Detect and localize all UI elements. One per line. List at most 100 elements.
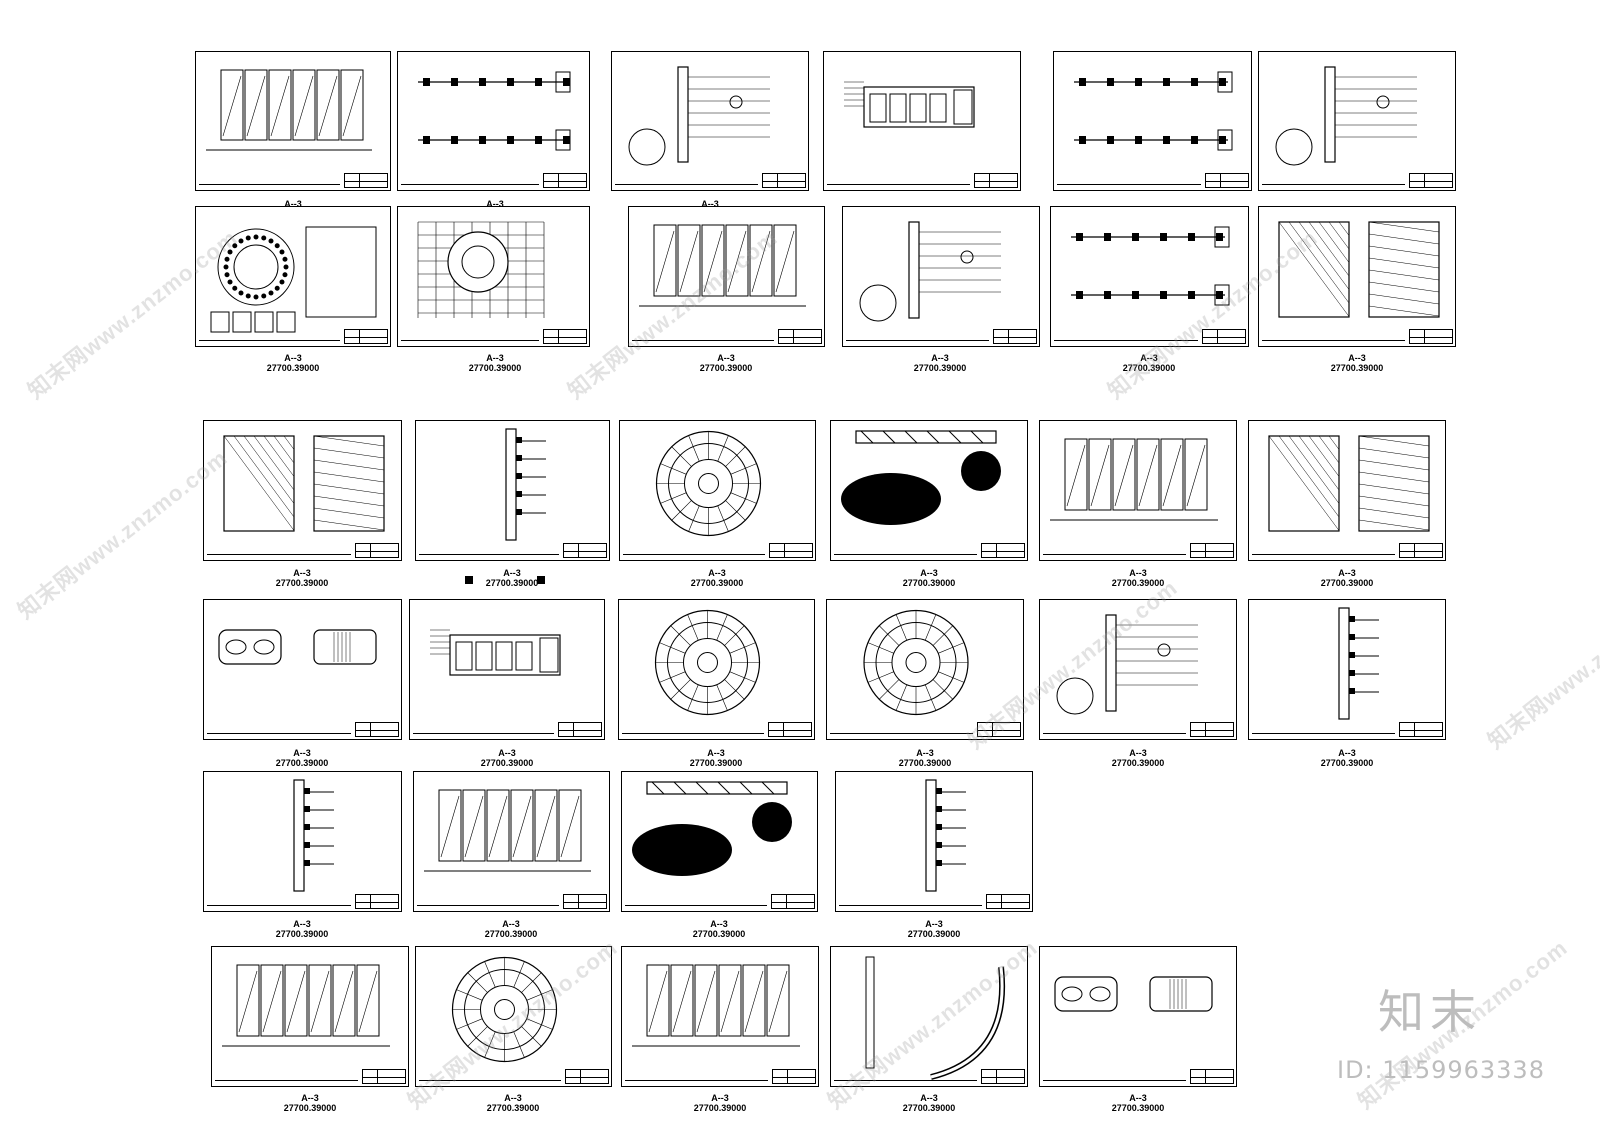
border-strip (1043, 554, 1186, 558)
drawing-sheet (203, 420, 402, 561)
sheet-size: 27700.39000 (1111, 758, 1165, 768)
title-block (768, 722, 812, 737)
sheet-drawing (632, 781, 792, 876)
sheet-code: A--3 (916, 748, 934, 758)
sheet-drawing (654, 609, 761, 716)
sheet-size: 27700.39000 (1330, 363, 1384, 373)
title-block (1399, 543, 1443, 558)
sheet-code: A--3 (284, 353, 302, 363)
sheet-code: A--3 (1140, 353, 1158, 363)
drawing-sheet (1258, 51, 1456, 191)
title-block (977, 722, 1021, 737)
drawing-sheet (397, 206, 590, 347)
sheet-drawing (1054, 976, 1213, 1012)
drawing-sheet (1039, 420, 1237, 561)
border-strip (417, 905, 559, 909)
drawing-sheet (835, 771, 1033, 912)
sheet-code: A--3 (503, 568, 521, 578)
title-block (344, 173, 388, 188)
sheet-code: A--3 (504, 1093, 522, 1103)
sheet-drawing (1275, 66, 1417, 166)
sheet-code: A--3 (1338, 568, 1356, 578)
border-strip (413, 733, 554, 737)
sheet-size: 27700.39000 (902, 578, 956, 588)
sheet-size: 27700.39000 (1122, 363, 1176, 373)
sheet-code: A--3 (301, 1093, 319, 1103)
title-block (1190, 543, 1234, 558)
sheet-drawing (505, 428, 546, 541)
sheet-drawing (210, 226, 377, 333)
border-strip (632, 340, 774, 344)
title-block (344, 329, 388, 344)
sheet-size: 27700.39000 (275, 929, 329, 939)
title-block (986, 894, 1030, 909)
sheet-code: A--3 (931, 353, 949, 363)
sheet-drawing (1338, 607, 1379, 720)
sheet-drawing (865, 956, 1006, 1080)
sheet-drawing (1071, 226, 1230, 306)
sheet-drawing (925, 779, 966, 892)
title-block (355, 722, 399, 737)
sheet-drawing (632, 964, 800, 1047)
drawing-sheet (415, 946, 612, 1087)
border-strip (419, 1080, 561, 1084)
sheet-code: A--3 (920, 1093, 938, 1103)
sheet-drawing (1278, 221, 1440, 318)
border-strip (1043, 733, 1186, 737)
sheet-size: 27700.39000 (913, 363, 967, 373)
sheet-drawing (1056, 614, 1198, 715)
sheet-code: A--3 (498, 748, 516, 758)
sheet-size: 27700.39000 (1111, 578, 1165, 588)
drawing-sheet (1248, 599, 1446, 740)
title-block (769, 543, 813, 558)
sheet-code: A--3 (1348, 353, 1366, 363)
drawing-sheet (1053, 51, 1252, 191)
sheet-size: 27700.39000 (275, 578, 329, 588)
drawing-sheet (211, 946, 409, 1087)
sheet-code: A--3 (920, 568, 938, 578)
drawing-sheet (830, 420, 1028, 561)
sheet-drawing (451, 956, 558, 1063)
title-block (772, 1069, 816, 1084)
drawing-sheet (830, 946, 1028, 1087)
sheet-drawing (293, 779, 334, 892)
sheet-drawing (418, 71, 571, 151)
title-block (974, 173, 1018, 188)
sheet-code: A--3 (708, 568, 726, 578)
sheet-size: 27700.39000 (689, 758, 743, 768)
drawing-sheet (621, 946, 819, 1087)
border-strip (834, 1080, 977, 1084)
border-strip (215, 1080, 358, 1084)
drawing-sheet (415, 420, 610, 561)
border-strip (846, 340, 989, 344)
border-strip (1252, 554, 1395, 558)
sheet-drawing (1074, 71, 1233, 151)
sheet-caption: A--3 (455, 199, 535, 209)
title-block (543, 173, 587, 188)
border-strip (625, 1080, 768, 1084)
sheet-drawing (218, 629, 377, 665)
title-block (1202, 329, 1246, 344)
sheet-code: A--3 (1338, 748, 1356, 758)
drawing-sheet (1248, 420, 1446, 561)
drawing-sheet (611, 51, 809, 191)
sheet-size: 27700.39000 (699, 363, 753, 373)
sheet-code: A--3 (707, 748, 725, 758)
brand-id: ID: 1159963338 (1337, 1056, 1545, 1084)
title-block (565, 1069, 609, 1084)
border-strip (1054, 340, 1198, 344)
sheet-size: 27700.39000 (690, 578, 744, 588)
drawing-sheet (842, 206, 1040, 347)
title-block (778, 329, 822, 344)
title-block (993, 329, 1037, 344)
